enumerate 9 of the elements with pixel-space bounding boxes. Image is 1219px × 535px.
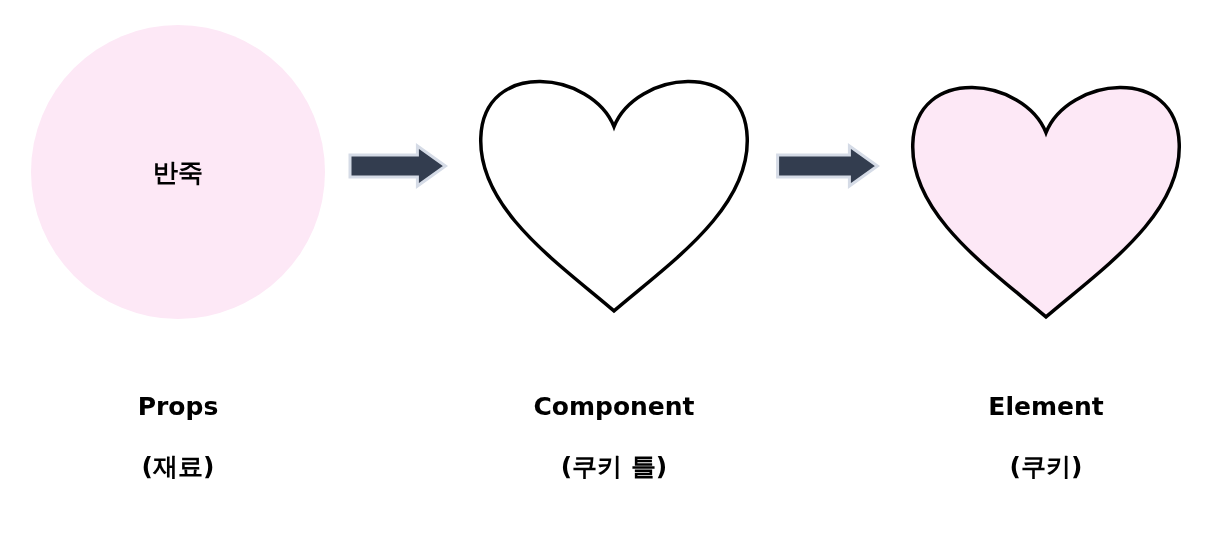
caption-subtitle: (쿠키)	[1009, 451, 1083, 483]
block-arrow	[348, 143, 448, 189]
caption-title: Element	[988, 392, 1104, 421]
block-arrow	[776, 143, 880, 189]
caption-title: Component	[533, 392, 695, 421]
node-label: 반죽	[153, 156, 203, 189]
caption-subtitle: (재료)	[141, 451, 215, 483]
caption-title: Props	[137, 392, 219, 421]
caption-subtitle: (쿠키 틀)	[560, 451, 668, 483]
